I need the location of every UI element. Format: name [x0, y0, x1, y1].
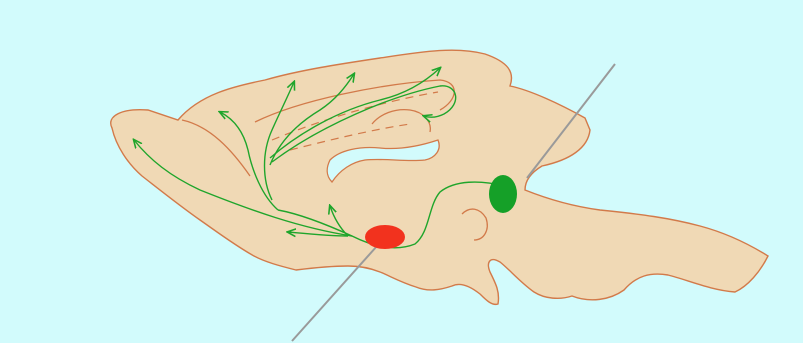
brain-outline	[111, 50, 768, 304]
nucleus-green	[489, 175, 517, 213]
nucleus-red	[365, 225, 405, 249]
